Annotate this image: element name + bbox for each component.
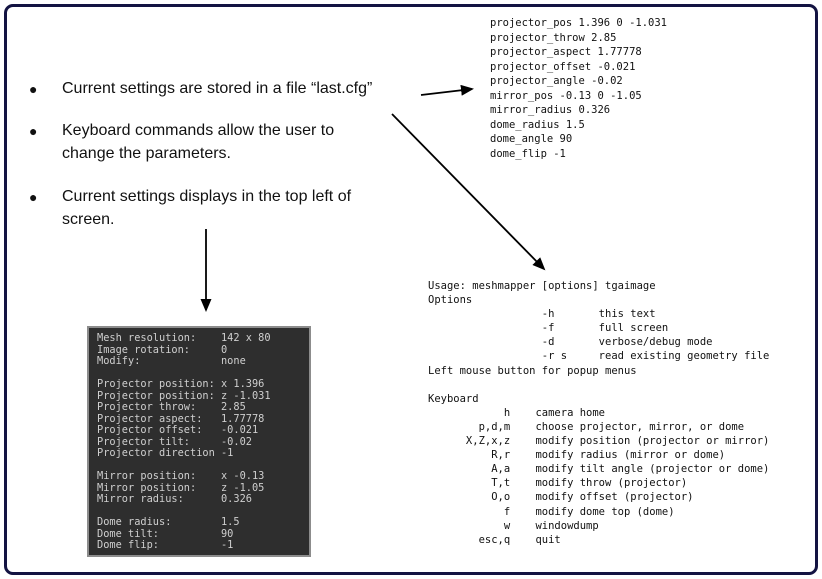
bullet-marker: ● <box>29 81 38 97</box>
bullet-item: ● Keyboard commands allow the user to ch… <box>29 119 334 165</box>
bullet-text-settings-display: Current settings displays in the top lef… <box>62 188 352 228</box>
bullet-text-keyboard-commands: Keyboard commands allow the user to chan… <box>62 122 335 162</box>
bullet-item: ● Current settings are stored in a file … <box>29 77 372 101</box>
bullet-item: ● Current settings displays in the top l… <box>29 185 351 231</box>
config-file-text: projector_pos 1.396 0 -1.031 projector_t… <box>490 17 668 160</box>
bullet-text-settings-file: Current settings are stored in a file “l… <box>62 80 373 97</box>
arrow-to-config-file <box>420 84 474 96</box>
usage-help-text: Usage: meshmapper [options] tgaimage Opt… <box>428 280 770 546</box>
bullet-marker: ● <box>29 189 38 205</box>
bullet-marker: ● <box>29 123 38 139</box>
settings-display-box: Mesh resolution: 142 x 80 Image rotation… <box>87 326 311 557</box>
